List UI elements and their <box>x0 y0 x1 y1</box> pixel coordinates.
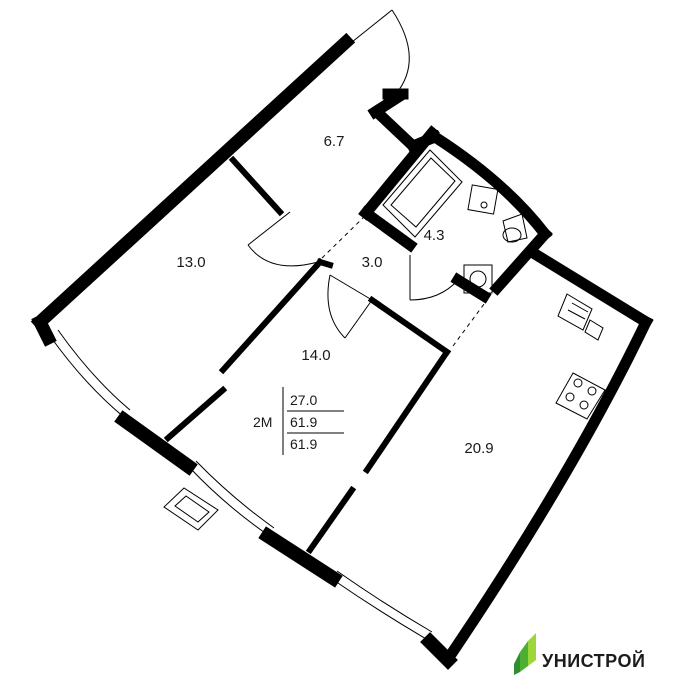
apartment-type-label: 2М <box>253 414 272 430</box>
brand-logo: УНИСТРОЙ <box>514 633 645 675</box>
entrance-door-leaf <box>351 9 393 43</box>
washing-machine-icon <box>463 264 493 294</box>
bedroom-left-door-arc <box>247 244 319 267</box>
balcony-icon <box>163 487 219 531</box>
bathroom-walls <box>358 125 553 304</box>
kitchen-sink-icon <box>557 293 604 341</box>
bedroom-mid-door-leaf-2 <box>327 274 346 339</box>
bedroom-left-door-leaf <box>247 211 291 246</box>
kitchen-living-area-label: 20.9 <box>464 440 493 457</box>
window-left <box>49 329 131 419</box>
sink-icon <box>467 184 499 215</box>
total-area-value-2: 61.9 <box>290 436 317 452</box>
doors <box>247 9 459 339</box>
toilet-icon <box>502 213 528 243</box>
zone-separators <box>321 214 488 347</box>
logo-mark-icon <box>514 633 536 675</box>
window-right <box>331 570 433 641</box>
bathroom-area-label: 4.3 <box>424 227 445 244</box>
brand-name: УНИСТРОЙ <box>542 650 645 671</box>
corridor-area-label: 3.0 <box>362 254 383 271</box>
bathtub-icon <box>382 149 463 238</box>
bedroom-mid-door-leaf <box>329 274 373 301</box>
hall-area-label: 6.7 <box>324 133 345 150</box>
living-area-value: 27.0 <box>290 392 317 408</box>
bedroom-mid-area-label: 14.0 <box>301 347 330 364</box>
summary-table <box>282 387 344 455</box>
entrance-door-arc <box>391 9 410 96</box>
stove-icon <box>555 372 606 420</box>
bedroom-left-area-label: 13.0 <box>176 254 205 271</box>
total-area-value: 61.9 <box>290 414 317 430</box>
bedroom-mid-door-edge <box>344 299 373 339</box>
bathroom-door-arc <box>409 279 459 301</box>
partitions <box>163 155 452 555</box>
window-balcony <box>189 460 275 536</box>
